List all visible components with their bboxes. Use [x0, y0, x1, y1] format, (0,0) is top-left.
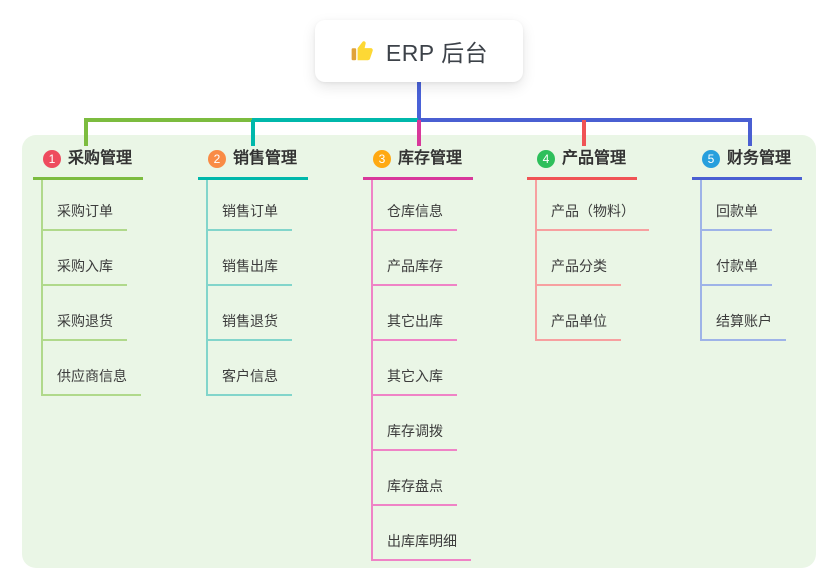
branch-node-inventory[interactable]: 3 库存管理	[363, 147, 474, 180]
child-node[interactable]: 其它入库	[371, 341, 457, 396]
branch-number-badge: 5	[702, 150, 720, 168]
child-node[interactable]: 销售订单	[206, 180, 292, 231]
connector-drop-finance	[748, 118, 752, 146]
child-node[interactable]: 产品分类	[535, 231, 621, 286]
branch-label: 财务管理	[727, 150, 792, 167]
connector-bus-left	[84, 118, 254, 122]
branch-children: 回款单 付款单 结算账户	[700, 180, 786, 341]
branch-product: 4 产品管理 产品（物料） 产品分类 产品单位	[527, 147, 649, 341]
child-node[interactable]: 销售出库	[206, 231, 292, 286]
connector-root-drop	[417, 82, 421, 122]
child-node[interactable]: 采购入库	[41, 231, 127, 286]
branch-inventory: 3 库存管理 仓库信息 产品库存 其它出库 其它入库 库存调拨 库存盘点 出库库…	[363, 147, 474, 561]
child-node[interactable]: 回款单	[700, 180, 772, 231]
child-node[interactable]: 库存盘点	[371, 451, 457, 506]
branch-purchase: 1 采购管理 采购订单 采购入库 采购退货 供应商信息	[33, 147, 144, 396]
child-node[interactable]: 供应商信息	[41, 341, 141, 396]
branch-label: 库存管理	[398, 150, 463, 167]
root-node-label: ERP 后台	[385, 40, 489, 66]
branch-children: 产品（物料） 产品分类 产品单位	[535, 180, 649, 341]
child-node[interactable]: 销售退货	[206, 286, 292, 341]
branch-label: 销售管理	[233, 150, 298, 167]
branch-node-sales[interactable]: 2 销售管理	[198, 147, 309, 180]
branch-number-badge: 1	[43, 150, 61, 168]
connector-bus-middle	[252, 118, 420, 122]
branch-children: 销售订单 销售出库 销售退货 客户信息	[206, 180, 292, 396]
branch-node-purchase[interactable]: 1 采购管理	[33, 147, 144, 180]
root-node[interactable]: ERP 后台	[315, 20, 523, 82]
child-node[interactable]: 产品单位	[535, 286, 621, 341]
branch-number-badge: 2	[208, 150, 226, 168]
branch-finance: 5 财务管理 回款单 付款单 结算账户	[692, 147, 803, 341]
branch-number-badge: 3	[373, 150, 391, 168]
child-node[interactable]: 库存调拨	[371, 396, 457, 451]
connector-drop-inventory	[417, 120, 421, 146]
child-node[interactable]: 出库库明细	[371, 506, 471, 561]
child-node[interactable]: 采购订单	[41, 180, 127, 231]
child-node[interactable]: 产品（物料）	[535, 180, 649, 231]
connector-drop-product	[582, 120, 586, 146]
branch-children: 仓库信息 产品库存 其它出库 其它入库 库存调拨 库存盘点 出库库明细	[371, 180, 471, 561]
branch-sales: 2 销售管理 销售订单 销售出库 销售退货 客户信息	[198, 147, 309, 396]
branch-node-product[interactable]: 4 产品管理	[527, 147, 638, 180]
branches-panel	[22, 135, 816, 568]
child-node[interactable]: 付款单	[700, 231, 772, 286]
branch-label: 产品管理	[562, 150, 627, 167]
branch-number-badge: 4	[537, 150, 555, 168]
thumbs-up-icon	[351, 41, 373, 61]
child-node[interactable]: 仓库信息	[371, 180, 457, 231]
connector-drop-purchase	[84, 118, 88, 146]
child-node[interactable]: 采购退货	[41, 286, 127, 341]
branch-children: 采购订单 采购入库 采购退货 供应商信息	[41, 180, 141, 396]
connector-drop-sales	[251, 120, 255, 146]
child-node[interactable]: 结算账户	[700, 286, 786, 341]
child-node[interactable]: 产品库存	[371, 231, 457, 286]
branch-label: 采购管理	[68, 150, 133, 167]
branch-node-finance[interactable]: 5 财务管理	[692, 147, 803, 180]
child-node[interactable]: 客户信息	[206, 341, 292, 396]
child-node[interactable]: 其它出库	[371, 286, 457, 341]
